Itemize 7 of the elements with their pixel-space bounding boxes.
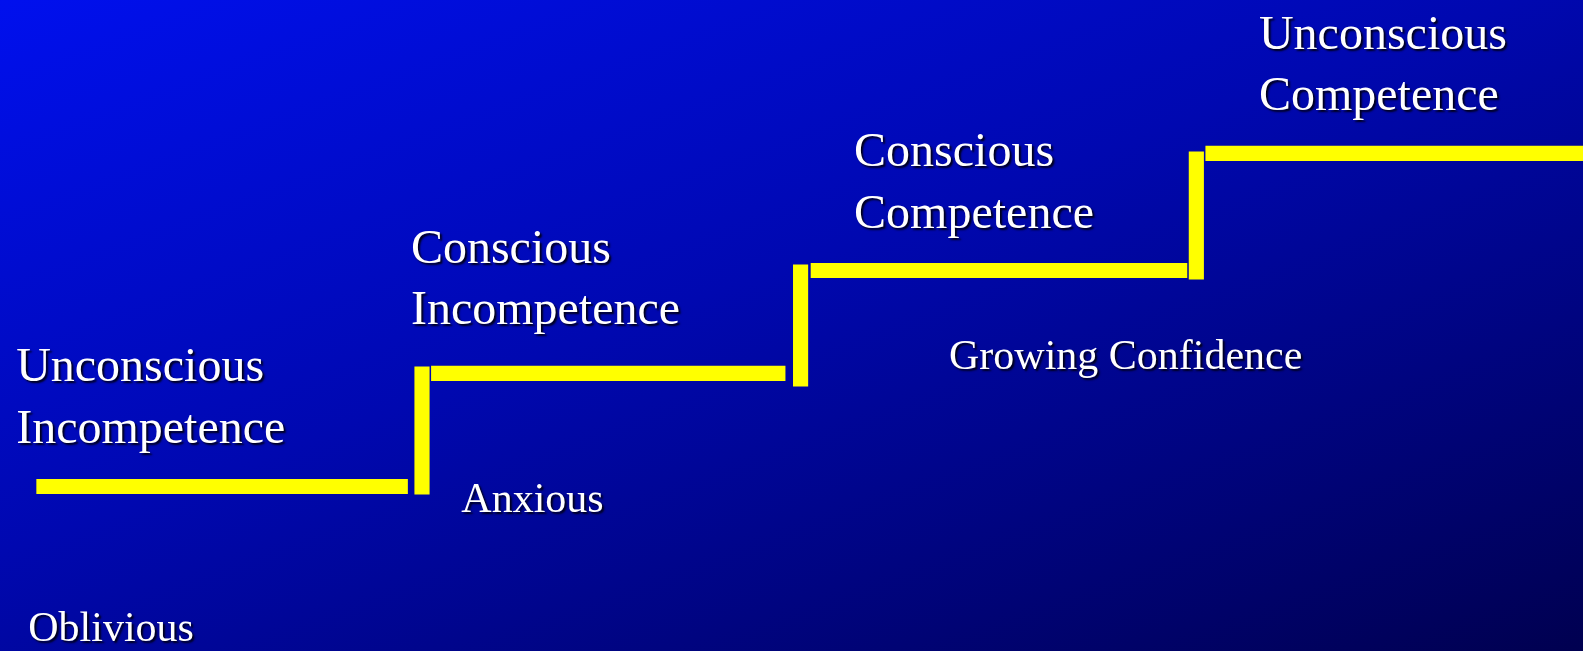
stage-label: Conscious Incompetence — [410, 219, 682, 337]
feeling-label: Anxious — [461, 474, 604, 524]
stage-label: Conscious Competence — [854, 122, 1095, 240]
stage-label: Unconscious Competence — [1258, 5, 1508, 123]
stage-label: Unconscious Incompetence — [16, 337, 287, 455]
feeling-label: Oblivious — [28, 602, 194, 651]
feeling-label: Growing Confidence — [949, 331, 1303, 381]
